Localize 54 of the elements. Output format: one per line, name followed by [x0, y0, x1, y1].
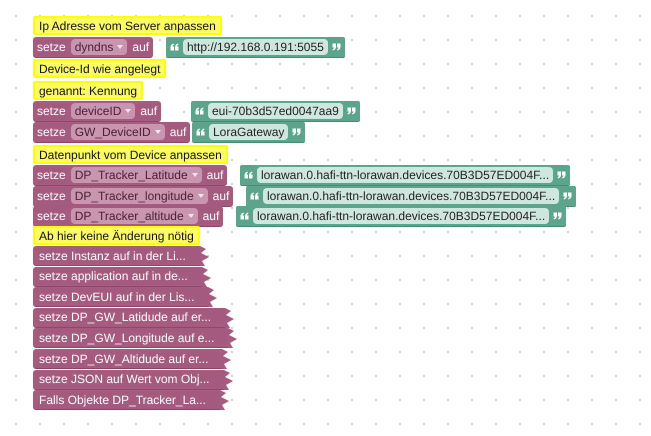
set-keyword: setze	[37, 209, 66, 223]
text-value-block	[191, 101, 360, 122]
comment-block	[33, 145, 228, 164]
set-keyword: setze	[37, 40, 66, 54]
block-label: setze DP_GW_Latidude auf er...	[39, 310, 212, 324]
text-value-block	[166, 37, 345, 58]
block-label: setze DP_GW_Altidude auf er...	[39, 352, 208, 366]
comment-block	[33, 81, 144, 100]
text-value-block	[240, 165, 570, 186]
block-label: setze DevEUI auf in der Lis...	[39, 290, 194, 304]
text-value-block	[236, 206, 566, 227]
set-variable-block	[33, 206, 224, 227]
set-variable-block	[33, 165, 228, 186]
comment-block	[33, 226, 200, 245]
comment-block	[33, 16, 222, 35]
variable-dropdown: DP_Tracker_longitude	[70, 188, 208, 204]
variable-dropdown: GW_DeviceID	[70, 124, 165, 140]
set-keyword: setze	[37, 104, 66, 118]
set-keyword: setze	[37, 125, 66, 139]
set-variable-block	[33, 37, 154, 58]
variable-dropdown: DP_Tracker_altitude	[70, 208, 198, 224]
text-value-block	[192, 122, 306, 143]
comment-text: Device-Id wie angelegt	[39, 62, 160, 76]
to-keyword: auf	[202, 209, 220, 223]
set-variable-block	[33, 122, 190, 143]
variable-dropdown: deviceID	[70, 103, 136, 119]
to-keyword: auf	[170, 125, 186, 139]
variable-dropdown: DP_Tracker_Latitude	[70, 167, 202, 183]
comment-text: genannt: Kennung	[39, 84, 138, 98]
set-variable-block	[33, 186, 234, 207]
comment-text: Ab hier keine Änderung nötig	[39, 228, 194, 242]
block-label: setze Instanz auf in der Li...	[39, 248, 186, 262]
comment-text: Ip Adresse vom Server anpassen	[39, 18, 216, 32]
to-keyword: auf	[140, 104, 158, 118]
block-label: setze DP_GW_Longitude auf e...	[39, 330, 214, 345]
block-label: Falls Objekte DP_Tracker_La...	[39, 392, 206, 407]
text-value-block	[246, 186, 576, 207]
to-keyword: auf	[212, 189, 230, 203]
set-keyword: setze	[37, 189, 66, 203]
block-label: setze application auf in de...	[39, 269, 188, 284]
to-keyword: auf	[132, 40, 150, 54]
to-keyword: auf	[206, 168, 224, 182]
set-variable-block	[33, 101, 162, 122]
text-value-field: eui-70b3d57ed0047aa9	[208, 103, 343, 119]
comment-block	[33, 59, 166, 78]
text-value-field: lorawan.0.hafi-ttn-lorawan.devices.70B3D57ED004F...	[263, 188, 560, 204]
text-value-field: LoraGateway	[209, 124, 288, 140]
variable-dropdown: dyndns	[70, 39, 128, 55]
comment-text: Datenpunkt vom Device anpassen	[39, 148, 222, 162]
text-value-field: lorawan.0.hafi-ttn-lorawan.devices.70B3D57ED004F...	[257, 167, 554, 183]
text-value-field: http://192.168.0.191:5055	[183, 39, 328, 55]
block-label: setze JSON auf Wert vom Obj...	[39, 372, 210, 386]
text-value-field: lorawan.0.hafi-ttn-lorawan.devices.70B3D57ED004F...	[253, 208, 550, 224]
set-keyword: setze	[37, 168, 66, 182]
